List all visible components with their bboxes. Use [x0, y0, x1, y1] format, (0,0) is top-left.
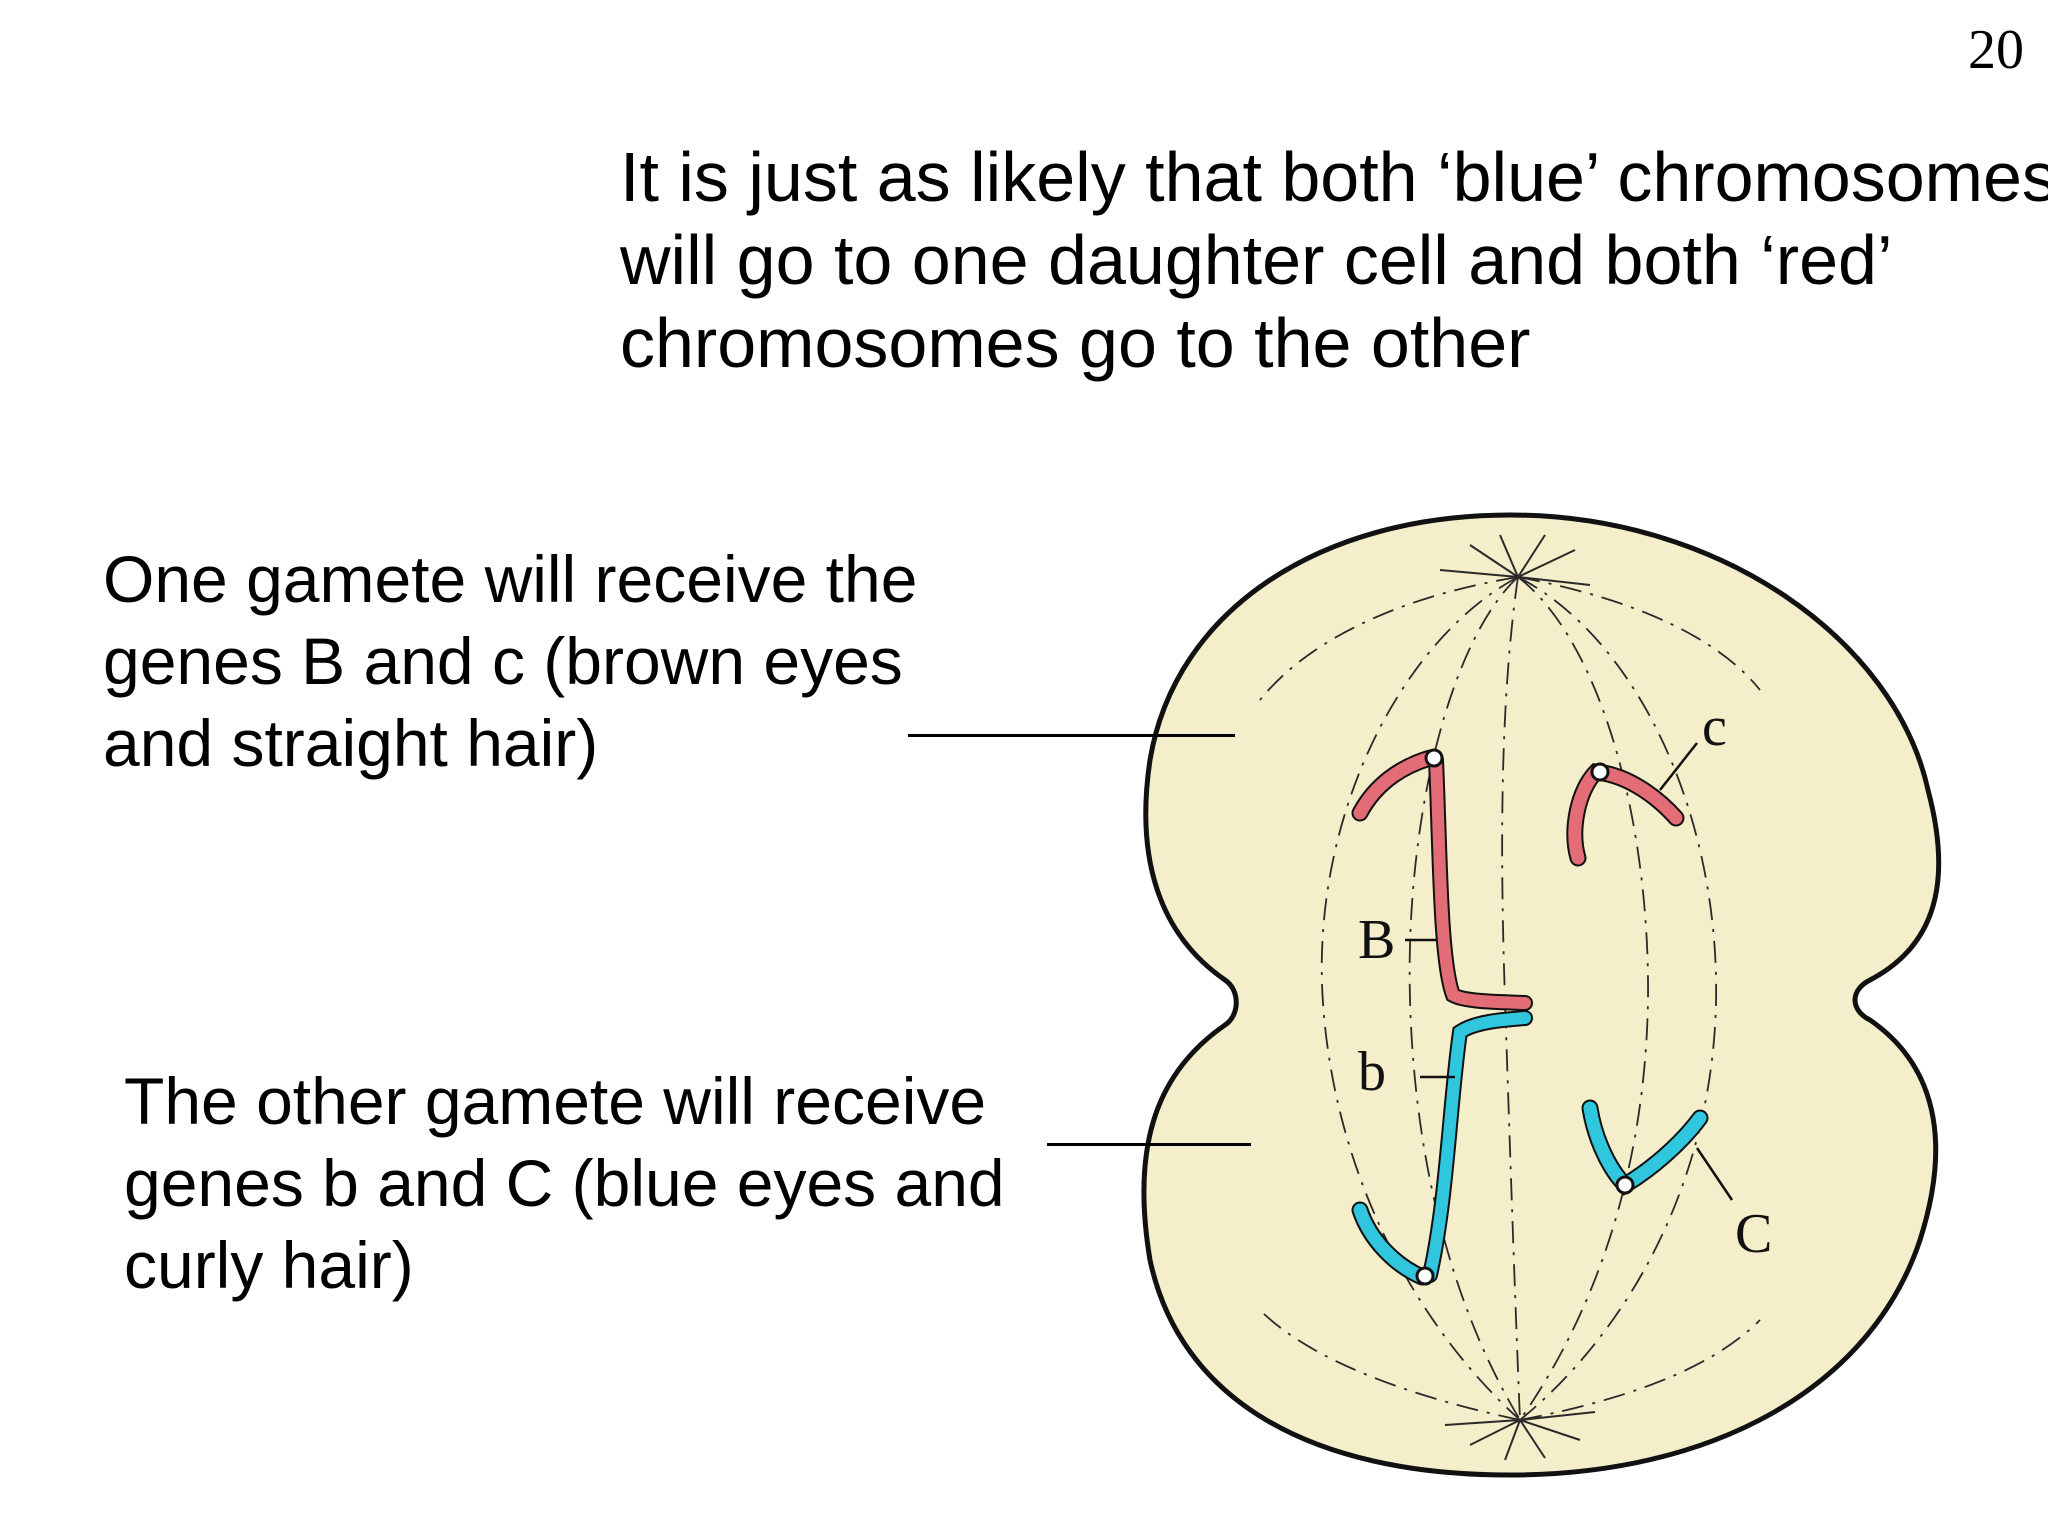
top-caption-pointer-line: [908, 734, 1235, 737]
caption-line: curly hair): [124, 1228, 414, 1302]
gene-label-B: B: [1358, 909, 1395, 971]
caption-line: genes b and C (blue eyes and: [124, 1146, 1005, 1220]
caption-line: One gamete will receive the: [103, 542, 918, 616]
gene-label-c: c: [1702, 696, 1727, 758]
blue-chromosome-right: [1581, 1099, 1709, 1196]
bottom-caption-pointer-line: [1047, 1143, 1251, 1146]
slide-number: 20: [1968, 19, 2024, 81]
gene-label-b: b: [1358, 1041, 1386, 1103]
gene-label-C: C: [1735, 1203, 1772, 1265]
caption-line: genes B and c (brown eyes: [103, 624, 903, 698]
caption-line: The other gamete will receive: [124, 1064, 987, 1138]
spindle-fibers: [1259, 576, 1761, 1421]
heading-line: It is just as likely that both ‘blue’ ch…: [620, 138, 2048, 216]
heading-line: will go to one daughter cell and both ‘r…: [620, 221, 1893, 299]
slide-heading: It is just as likely that both ‘blue’ ch…: [620, 136, 2048, 385]
caption-line: and straight hair): [103, 706, 599, 780]
heading-line: chromosomes go to the other: [620, 304, 1531, 382]
top-gamete-caption: One gamete will receive the genes B and …: [103, 538, 917, 784]
bottom-gamete-caption: The other gamete will receive genes b an…: [124, 1060, 1005, 1306]
spindle-pole-asters: [1439, 534, 1596, 1461]
red-chromosome-right: [1566, 762, 1685, 867]
gene-label-leaders: [1405, 742, 1734, 1201]
blue-chromosome-left: [1351, 1010, 1533, 1286]
red-chromosome-left: [1351, 748, 1533, 1011]
dividing-cell-outline: [1141, 512, 1942, 1478]
